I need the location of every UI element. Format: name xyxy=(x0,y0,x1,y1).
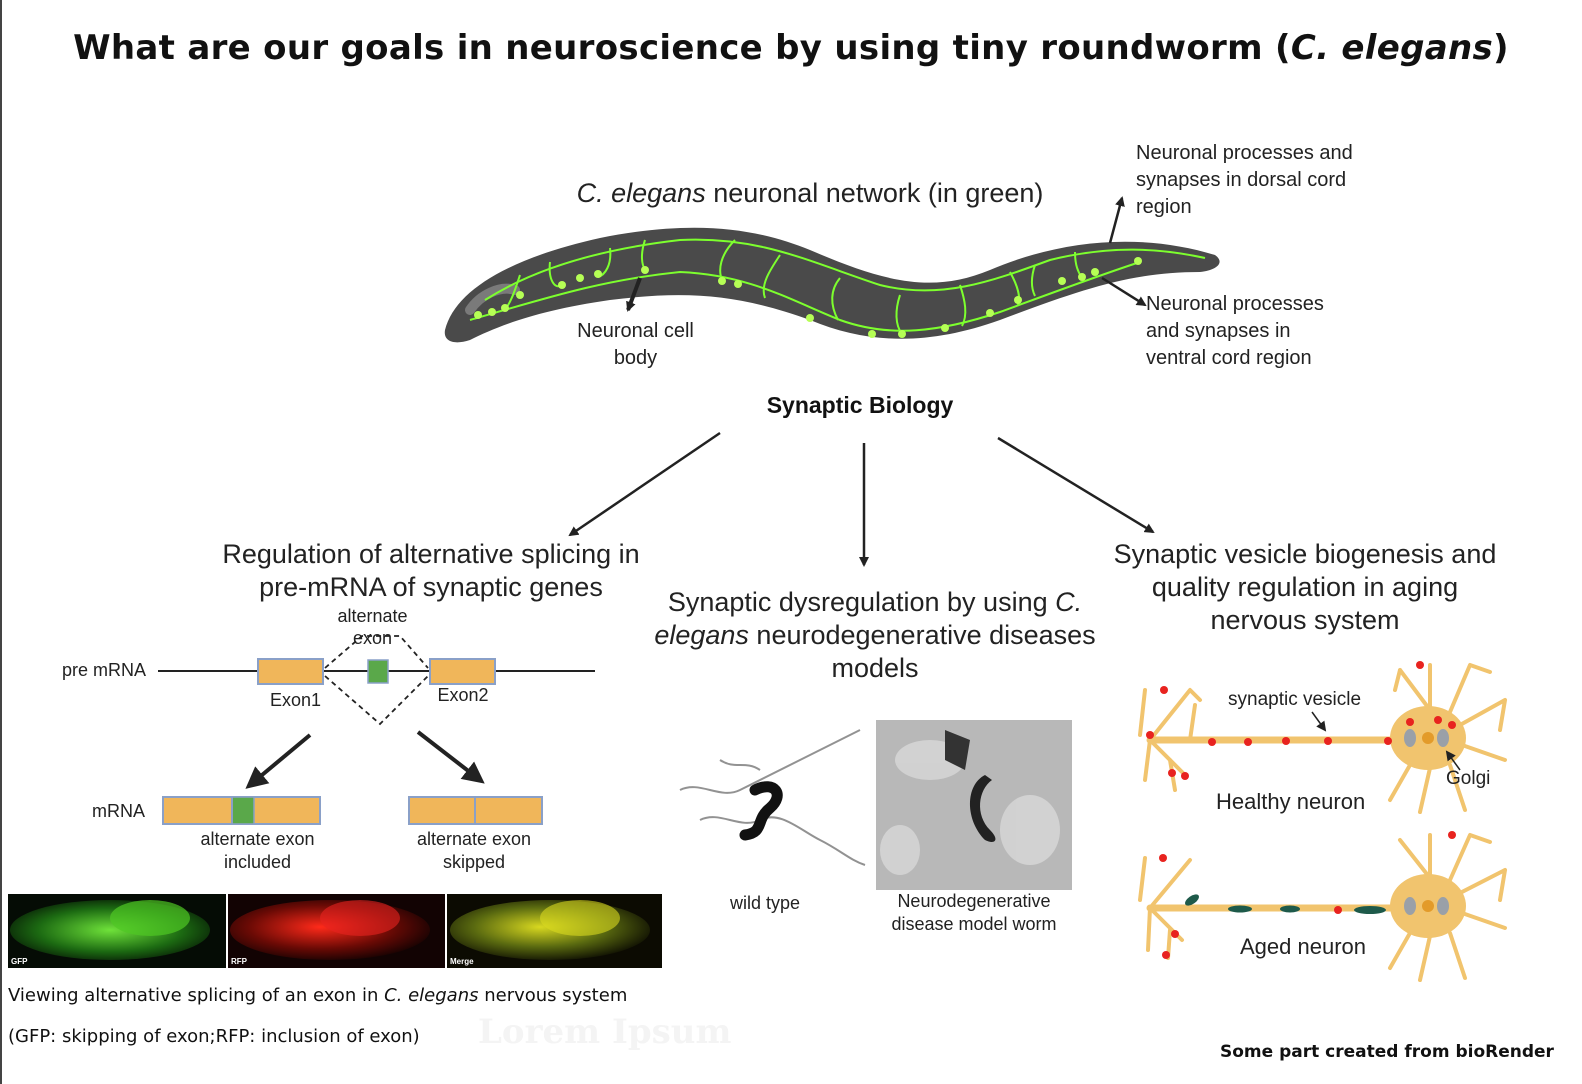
alternate-exon-label: alternate exon xyxy=(337,606,408,648)
splicing-caption: Viewing alternative splicing of an exon … xyxy=(8,985,628,1006)
splicing-caption-2: (GFP: skipping of exon;RFP: inclusion of… xyxy=(8,1026,420,1047)
golgi-label: Golgi xyxy=(1446,768,1491,789)
credit-label: Some part created from bioRender xyxy=(1220,1042,1554,1062)
mrna-label: mRNA xyxy=(92,801,145,821)
disease-model-label: Neurodegenerative disease model worm xyxy=(891,891,1057,934)
exon1-label: Exon1 xyxy=(269,690,322,710)
cell-body-label: Neuronal cell body xyxy=(577,320,694,369)
left-border xyxy=(0,0,2,1084)
splicing-diagram xyxy=(158,635,595,825)
branch-splicing-heading: Regulation of alternative splicing in pr… xyxy=(222,539,640,602)
synaptic-vesicle-label: synaptic vesicle xyxy=(1228,689,1362,710)
included-label: alternate exon included xyxy=(200,829,315,872)
healthy-vesicles xyxy=(1146,661,1456,780)
ventral-cord-label: Neuronal processes and synapses in ventr… xyxy=(1146,293,1324,369)
aged-vesicles xyxy=(1159,831,1456,959)
network-label: C. elegans neuronal network (in green) xyxy=(576,178,1044,208)
aged-markers xyxy=(1185,894,1386,914)
panel-rfp-label: RFP xyxy=(231,957,247,966)
dorsal-cord-label: Neuronal processes and synapses in dorsa… xyxy=(1136,142,1353,218)
exon2-label: Exon2 xyxy=(437,685,489,705)
panel-merge-label: Merge xyxy=(450,957,474,966)
healthy-golgi xyxy=(1404,729,1449,747)
healthy-neuron-label: Healthy neuron xyxy=(1216,789,1366,814)
branch-dysregulation-heading: Synaptic dysregulation by using C. elega… xyxy=(654,587,1096,683)
aged-neuron-label: Aged neuron xyxy=(1240,934,1366,959)
watermark: Lorem Ipsum xyxy=(478,1012,732,1052)
wild-type-label: wild type xyxy=(729,893,801,913)
skipped-label: alternate exon skipped xyxy=(416,829,532,872)
worm-illustration xyxy=(444,196,1220,343)
pre-mrna-label: pre mRNA xyxy=(62,660,147,680)
panel-gfp-label: GFP xyxy=(11,957,28,966)
synaptic-biology-label: Synaptic Biology xyxy=(766,392,954,418)
worm-photos xyxy=(663,720,1072,890)
branch-vesicle-heading: Synaptic vesicle biogenesis and quality … xyxy=(1113,539,1497,635)
branch-arrows xyxy=(568,431,1155,567)
page-title: What are our goals in neuroscience by us… xyxy=(73,28,1509,68)
fluorescence-panels xyxy=(8,894,662,968)
